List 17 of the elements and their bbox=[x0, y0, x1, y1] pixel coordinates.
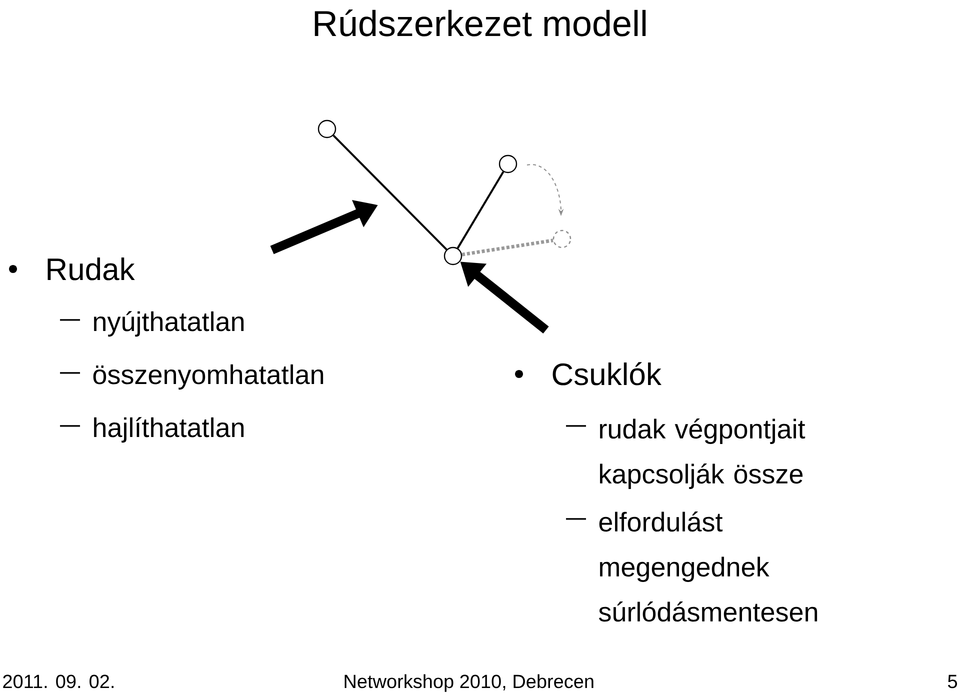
joint-circle bbox=[552, 230, 572, 248]
joint-circle bbox=[318, 120, 336, 138]
list-item: hajlíthatatlan bbox=[94, 417, 244, 443]
rod-line bbox=[332, 134, 448, 250]
list-item: nyújthatatlan bbox=[94, 311, 244, 337]
joint-circle bbox=[444, 246, 462, 266]
rod-line bbox=[456, 171, 504, 249]
title: Rúdszerkezet modell bbox=[314, 9, 646, 36]
list-item: összenyomhatatlan bbox=[93, 364, 324, 390]
list-item: Csuklók bbox=[552, 362, 662, 386]
list-item: elfordulást megengednek súrlódásmentesen bbox=[598, 511, 818, 622]
rod-line bbox=[462, 238, 554, 256]
list-item: Rudak bbox=[48, 258, 135, 280]
footer-date: 2011. 09. 02. bbox=[3, 674, 114, 688]
footer-text: Networkshop 2010, Debrecen bbox=[344, 674, 594, 692]
page-number: 5 bbox=[948, 674, 957, 688]
joint-circle bbox=[498, 154, 518, 174]
